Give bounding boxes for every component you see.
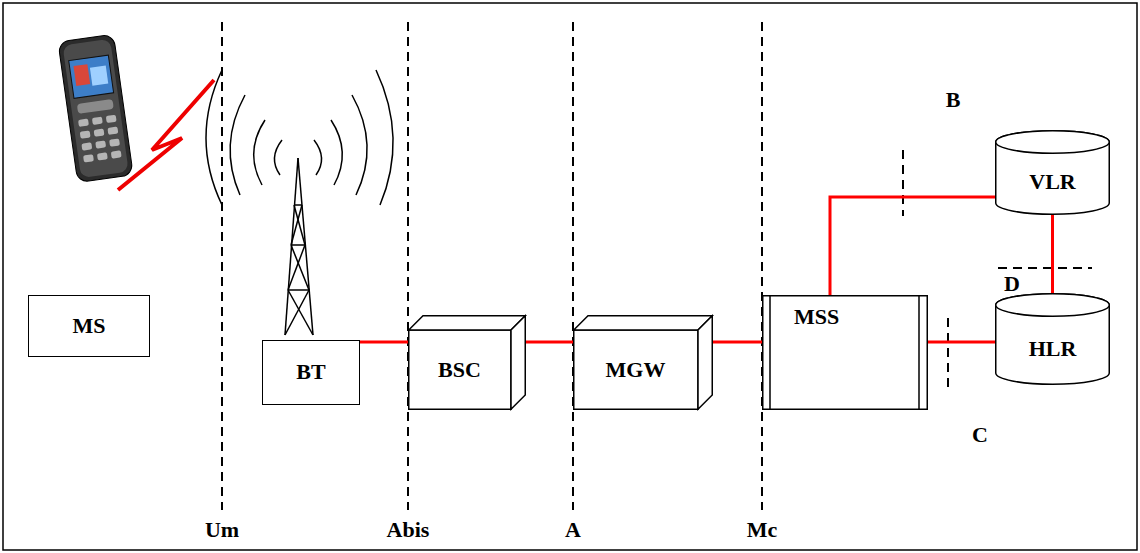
- mss-box: MSS: [762, 295, 928, 410]
- link-line: [713, 341, 762, 344]
- interface-label: C: [972, 423, 988, 447]
- outer-frame: [3, 3, 1137, 550]
- antenna-tower: [285, 158, 313, 335]
- interface-line: [947, 318, 949, 388]
- hlr-database: HLR: [995, 293, 1110, 385]
- node-label: MGW: [606, 358, 666, 382]
- link-line: [830, 197, 995, 295]
- link-line: [360, 341, 408, 344]
- interface-line: [761, 22, 763, 510]
- node-label: BT: [296, 360, 325, 384]
- interface-label: D: [1004, 272, 1020, 296]
- interface-line: [902, 150, 904, 216]
- interface-label: Abis: [387, 518, 430, 542]
- radio-link-bolt: [118, 80, 214, 190]
- bsc-box: BSC: [408, 315, 526, 410]
- phone-icon: [58, 34, 133, 182]
- interface-label: B: [946, 88, 961, 112]
- node-label: VLR: [1029, 170, 1075, 194]
- interface-label: Um: [205, 518, 239, 542]
- base-transceiver-box: BT: [262, 340, 360, 405]
- box-outline: [762, 295, 928, 410]
- vlr-database: VLR: [995, 130, 1110, 215]
- node-label: MS: [73, 314, 106, 338]
- mobile-station-box: MS: [28, 295, 150, 357]
- interface-line: [998, 267, 1092, 269]
- interface-line: [407, 22, 409, 510]
- link-line: [526, 341, 573, 344]
- interface-line: [572, 22, 574, 510]
- node-label: MSS: [794, 305, 839, 329]
- node-label: HLR: [1029, 337, 1077, 361]
- node-label: BSC: [438, 358, 481, 382]
- interface-label: Mc: [747, 518, 778, 542]
- link-line: [1051, 215, 1054, 293]
- interface-lines: [222, 22, 1092, 510]
- interface-line: [221, 22, 223, 510]
- link-line: [928, 341, 995, 344]
- mgw-box: MGW: [573, 315, 713, 410]
- interface-label: A: [565, 518, 581, 542]
